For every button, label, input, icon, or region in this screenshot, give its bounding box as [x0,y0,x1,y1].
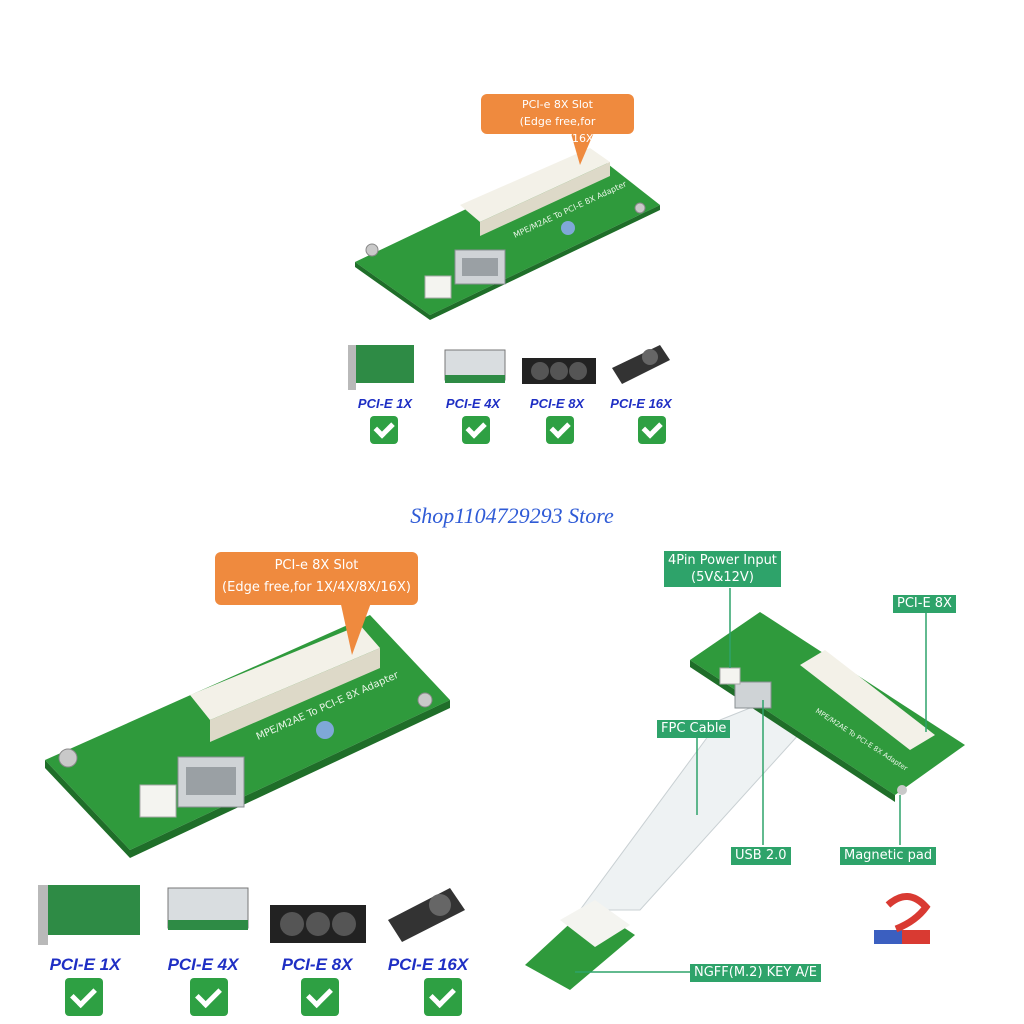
top-slot-callout: PCI-e 8X Slot (Edge free,for 1X/4X/8X/16… [481,94,634,145]
bottom-right-adapter-assembly [525,588,965,990]
bottom-left-card-images [38,885,465,945]
bottom-check-icon-16x [424,978,462,1016]
bottom-check-icon-1x [65,978,103,1016]
power-input-line1: 4Pin Power Input [668,553,777,568]
fpc-cable-label: FPC Cable [657,720,731,738]
bottom-slot-label-16x: PCI-E 16X [387,955,469,974]
usb-label: USB 2.0 [731,847,791,865]
ngff-label: NGFF(M.2) KEY A/E [690,964,821,982]
bottom-left-callout-line1: PCI-e 8X Slot [274,558,359,573]
bottom-check-icon-4x [190,978,228,1016]
top-check-icon-1x [370,416,398,444]
bottom-left-callout-line2: (Edge free,for 1X/4X/8X/16X) [222,580,411,595]
bottom-slot-label-1x: PCI-E 1X [49,955,121,974]
bottom-check-icon-8x [301,978,339,1016]
top-slot-label-16x: PCI-E 16X [610,396,672,411]
magnetic-pad-label: Magnetic pad [840,847,937,865]
top-check-icon-4x [462,416,490,444]
bottom-slot-label-4x: PCI-E 4X [167,955,239,974]
top-slot-label-4x: PCI-E 4X [445,396,501,411]
pcie-8x-label: PCI-E 8X [893,595,956,613]
store-watermark: Shop1104729293 Store [410,503,614,528]
top-adapter-board [355,130,660,320]
bottom-left-slot-callout: PCI-e 8X Slot (Edge free,for 1X/4X/8X/16… [215,552,418,605]
top-slot-label-1x: PCI-E 1X [357,396,413,411]
top-check-icon-8x [546,416,574,444]
bottom-slot-label-8x: PCI-E 8X [281,955,353,974]
top-card-images [348,345,670,390]
top-callout-line2: (Edge free,for 1X/4X/8X/16X) [517,115,598,145]
top-callout-line1: PCI-e 8X Slot [522,98,593,111]
top-slot-label-8x: PCI-E 8X [529,396,585,411]
power-input-line2: (5V&12V) [691,570,754,585]
bottom-left-adapter-board [45,600,450,858]
power-input-label: 4Pin Power Input (5V&12V) [664,551,781,587]
top-check-icon-16x [638,416,666,444]
